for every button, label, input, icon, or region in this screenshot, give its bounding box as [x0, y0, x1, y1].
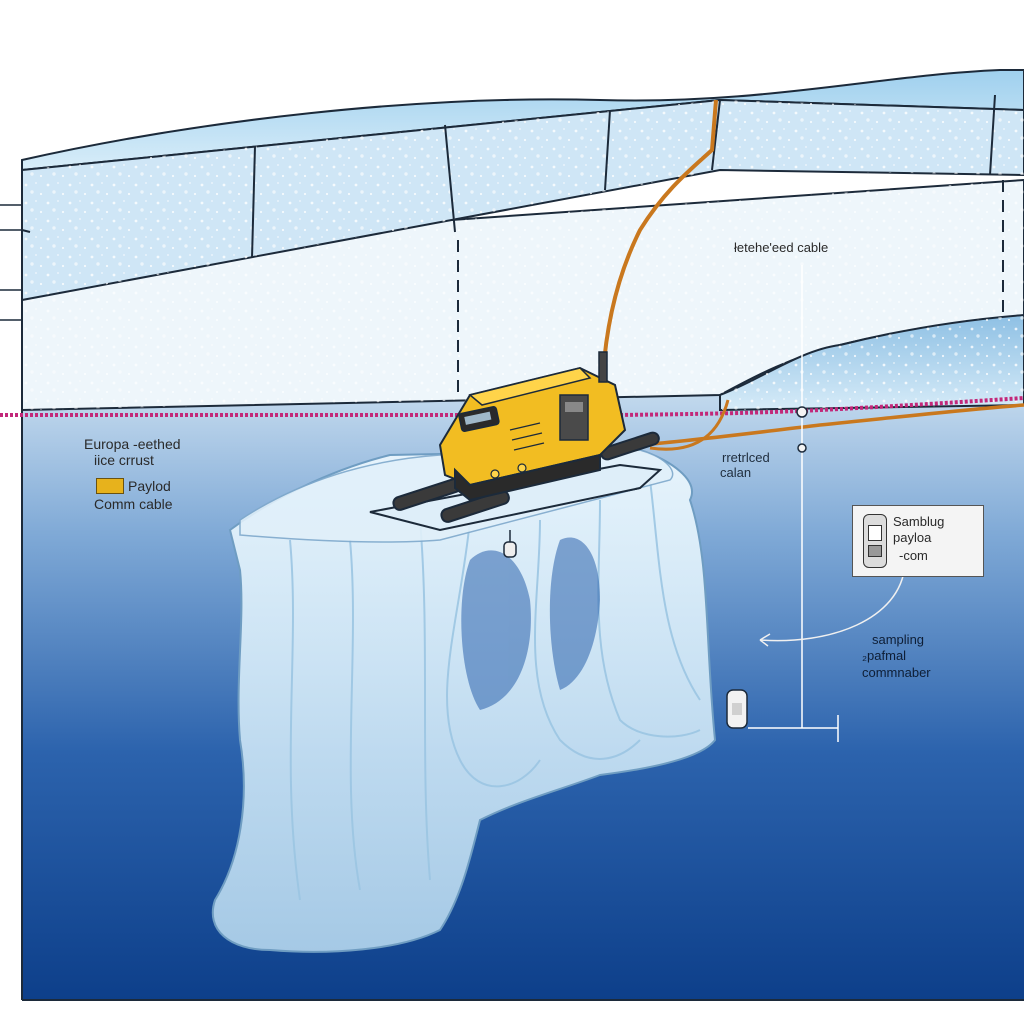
left-edge-ticks	[0, 205, 22, 320]
sampling-canister-icon	[863, 514, 887, 568]
retracted-cable-label-line2: calan	[720, 465, 751, 481]
retracted-cable-label-line1: rretrlced	[722, 450, 770, 466]
probe-canister-icon	[727, 690, 747, 728]
sample-box-label-line3: -com	[899, 548, 928, 564]
sampling-label-line2: ₂pafmal	[862, 648, 906, 664]
sampling-label-line1: sampling	[872, 632, 924, 648]
comm-cable-legend-label: Comm cable	[94, 496, 173, 512]
payload-legend-label: Paylod	[128, 478, 171, 494]
europa-crust-label-line1: Europa -eethed	[84, 436, 181, 452]
sample-box-label-line2: payloa	[893, 530, 931, 546]
payload-legend-swatch	[96, 478, 124, 494]
measurement-node	[797, 407, 807, 417]
sampling-label-line3: commnaber	[862, 665, 931, 681]
sample-payload-box: Samblug payloa -com	[852, 505, 984, 577]
tethered-cable-label: łetehe'eed cable	[734, 240, 828, 256]
sample-box-label-line1: Samblug	[893, 514, 944, 530]
europa-crust-label-line2: iice crrust	[94, 452, 154, 468]
measurement-node-2	[798, 444, 806, 452]
